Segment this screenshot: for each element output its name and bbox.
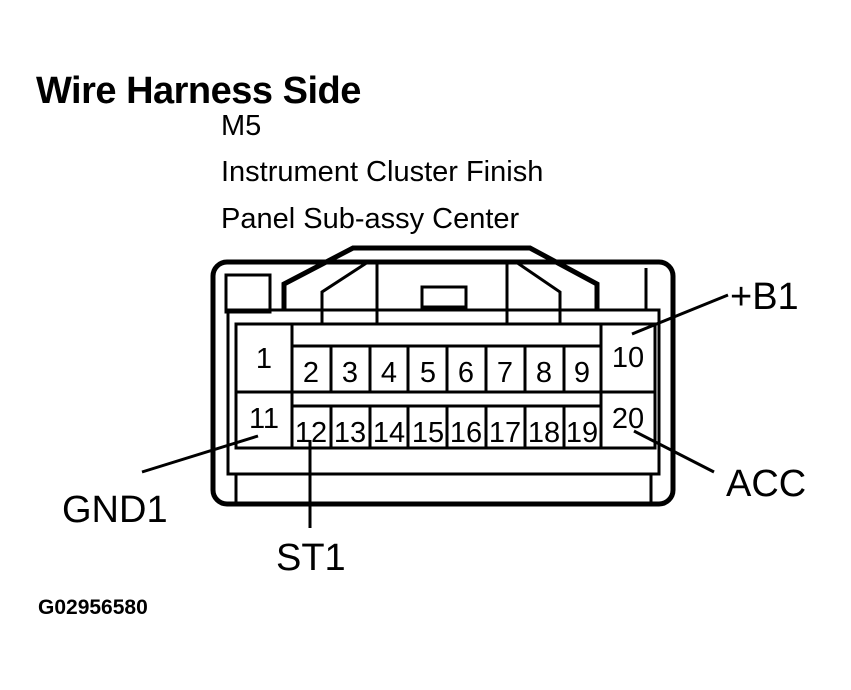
acc-leader bbox=[633, 429, 715, 474]
locking-tab bbox=[281, 245, 600, 310]
pin-2: 2 bbox=[303, 357, 319, 389]
pin-16: 16 bbox=[450, 417, 482, 449]
pin-18: 18 bbox=[528, 417, 560, 449]
lock-channel bbox=[375, 262, 509, 324]
pin-11: 11 bbox=[249, 403, 279, 435]
lock-latch bbox=[420, 285, 468, 309]
connector-name-line1: Instrument Cluster Finish bbox=[221, 156, 544, 188]
pin-6: 6 bbox=[458, 357, 474, 389]
pin-dividers bbox=[329, 346, 566, 448]
connector-code: M5 bbox=[221, 110, 262, 142]
figure-code: G02956580 bbox=[38, 596, 148, 619]
pin-17: 17 bbox=[489, 417, 521, 449]
pin-13: 13 bbox=[334, 417, 366, 449]
b1-leader bbox=[631, 293, 729, 336]
pin-8: 8 bbox=[536, 357, 552, 389]
st1-label: ST1 bbox=[276, 537, 346, 579]
locking-tab-inner bbox=[320, 260, 562, 326]
corner-notch bbox=[224, 273, 272, 314]
connector-name-line2: Panel Sub-assy Center bbox=[221, 203, 520, 235]
b1-label: +B1 bbox=[730, 276, 799, 318]
connector-ledge bbox=[234, 474, 653, 502]
pin-7: 7 bbox=[497, 357, 513, 389]
pin-4: 4 bbox=[381, 357, 397, 389]
pin-12: 12 bbox=[295, 417, 327, 449]
pin-10: 10 bbox=[612, 342, 644, 374]
pin-15: 15 bbox=[412, 417, 444, 449]
pin-20: 20 bbox=[612, 403, 644, 435]
diagram-title: Wire Harness Side bbox=[36, 70, 361, 112]
pin-3: 3 bbox=[342, 357, 358, 389]
pin-14: 14 bbox=[373, 417, 405, 449]
gnd1-label: GND1 bbox=[62, 489, 168, 531]
pin-19: 19 bbox=[566, 417, 598, 449]
pin-9: 9 bbox=[574, 357, 590, 389]
acc-label: ACC bbox=[726, 463, 806, 505]
pin-5: 5 bbox=[420, 357, 436, 389]
pin-1: 1 bbox=[256, 343, 272, 375]
gnd1-leader bbox=[141, 434, 259, 474]
connector-body bbox=[226, 308, 661, 476]
